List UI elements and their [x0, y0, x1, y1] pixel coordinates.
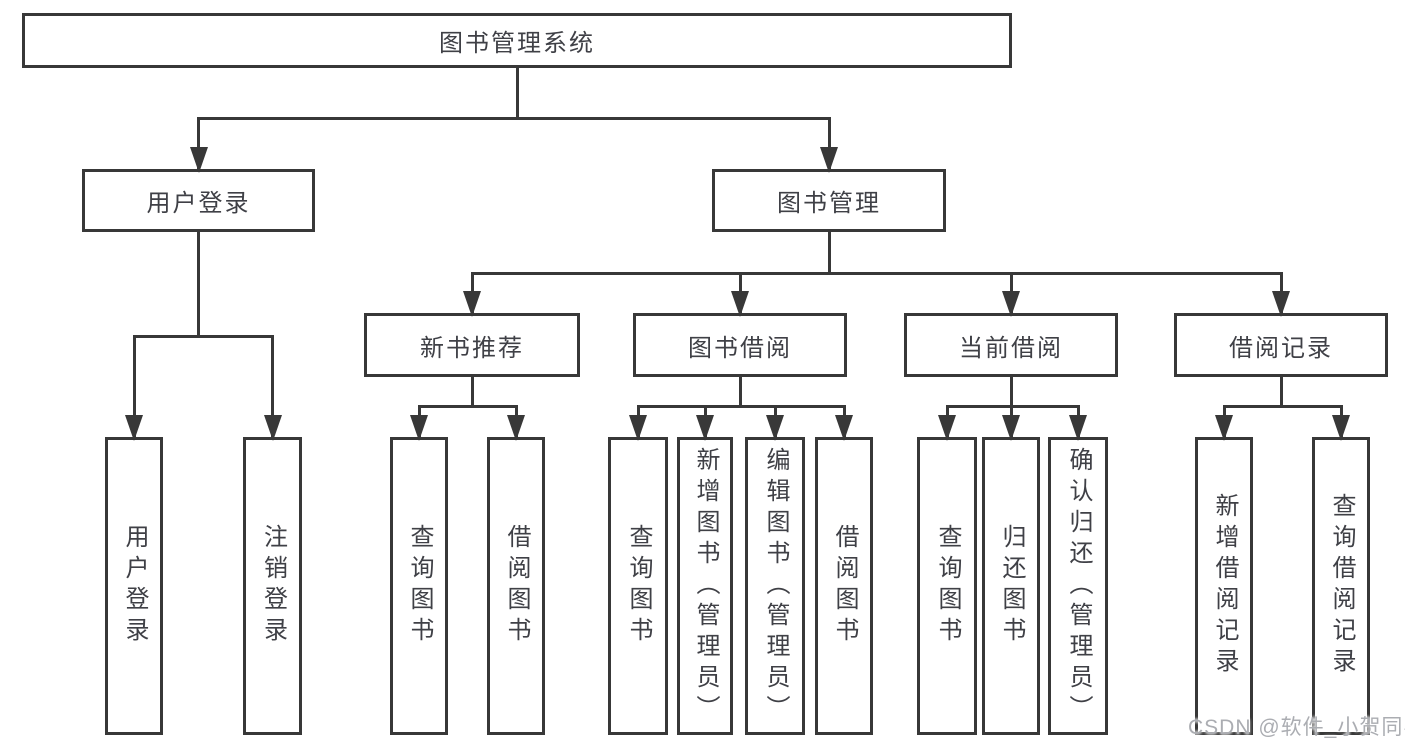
node-label-leaf-add-book: 新增图书（管理员） — [692, 446, 719, 726]
node-new-book-rec: 新书推荐 — [364, 313, 580, 377]
node-leaf-query-book-1: 查询图书 — [390, 437, 448, 735]
connector-line — [197, 232, 200, 336]
arrowhead-down-icon — [835, 415, 853, 441]
node-label-current-borrow: 当前借阅 — [959, 334, 1063, 362]
node-borrow-records: 借阅记录 — [1174, 313, 1388, 377]
node-label-leaf-return-book: 归还图书 — [998, 524, 1025, 648]
node-label-borrow-records: 借阅记录 — [1229, 334, 1333, 362]
connector-line — [470, 271, 1283, 275]
connector-line — [132, 334, 274, 338]
node-label-leaf-borrow-book-1: 借阅图书 — [503, 524, 530, 648]
node-label-leaf-query-record: 查询借阅记录 — [1328, 493, 1355, 679]
node-label-leaf-query-book-1: 查询图书 — [406, 524, 433, 648]
arrowhead-down-icon — [410, 415, 428, 441]
node-label-new-book-rec: 新书推荐 — [420, 334, 524, 362]
node-label-user-login: 用户登录 — [146, 190, 251, 217]
node-label-book-mgmt: 图书管理 — [777, 190, 881, 217]
connector-line — [197, 118, 200, 169]
connector-line — [271, 336, 274, 437]
connector-line — [470, 377, 474, 406]
connector-line — [515, 68, 519, 118]
node-leaf-add-record: 新增借阅记录 — [1195, 437, 1253, 735]
watermark: CSDN @软件_小贺同学 — [1188, 716, 1405, 739]
node-label-leaf-user-login: 用户登录 — [121, 524, 148, 648]
node-leaf-borrow-book-1: 借阅图书 — [487, 437, 545, 735]
connector-line — [738, 377, 742, 406]
arrowhead-down-icon — [1215, 415, 1233, 441]
arrowhead-down-icon — [629, 415, 647, 441]
node-current-borrow: 当前借阅 — [904, 313, 1118, 377]
arrowhead-down-icon — [125, 415, 143, 441]
arrowhead-down-icon — [766, 415, 784, 441]
arrowhead-down-icon — [1002, 415, 1020, 441]
arrowhead-down-icon — [1272, 291, 1290, 317]
node-label-leaf-query-book-3: 查询图书 — [934, 524, 961, 648]
connector-line — [636, 404, 846, 408]
node-book-borrow: 图书借阅 — [633, 313, 847, 377]
connector-line — [1222, 404, 1343, 408]
node-label-leaf-query-book-2: 查询图书 — [625, 524, 652, 648]
connector-line — [1009, 377, 1013, 406]
node-root: 图书管理系统 — [22, 13, 1012, 68]
connector-line — [827, 232, 831, 273]
node-label-leaf-confirm-return: 确认归还（管理员） — [1065, 446, 1092, 726]
node-label-leaf-edit-book: 编辑图书（管理员） — [762, 446, 789, 726]
node-leaf-borrow-book-2: 借阅图书 — [815, 437, 873, 735]
node-leaf-logout: 注销登录 — [243, 437, 302, 735]
connector-line — [132, 336, 136, 437]
arrowhead-down-icon — [938, 415, 956, 441]
arrowhead-down-icon — [1069, 415, 1087, 441]
node-leaf-query-record: 查询借阅记录 — [1312, 437, 1370, 735]
arrowhead-down-icon — [507, 415, 525, 441]
node-leaf-query-book-3: 查询图书 — [917, 437, 977, 735]
node-label-leaf-borrow-book-2: 借阅图书 — [831, 524, 858, 648]
node-leaf-user-login: 用户登录 — [105, 437, 163, 735]
arrowhead-down-icon — [263, 415, 282, 441]
connector-line — [827, 118, 831, 169]
node-leaf-confirm-return: 确认归还（管理员） — [1048, 437, 1108, 735]
arrowhead-down-icon — [189, 147, 208, 173]
arrowhead-down-icon — [731, 291, 749, 317]
node-label-book-borrow: 图书借阅 — [688, 334, 792, 362]
node-leaf-query-book-2: 查询图书 — [608, 437, 668, 735]
arrowhead-down-icon — [1332, 415, 1350, 441]
arrowhead-down-icon — [463, 291, 481, 317]
connector-line — [197, 116, 831, 120]
node-label-leaf-add-record: 新增借阅记录 — [1211, 493, 1238, 679]
arrowhead-down-icon — [820, 147, 838, 173]
connector-line — [1279, 377, 1283, 406]
connector-line — [417, 404, 518, 408]
arrowhead-down-icon — [696, 415, 714, 441]
node-book-mgmt: 图书管理 — [712, 169, 946, 232]
node-leaf-edit-book: 编辑图书（管理员） — [745, 437, 805, 735]
node-leaf-return-book: 归还图书 — [982, 437, 1040, 735]
node-user-login: 用户登录 — [82, 169, 315, 232]
node-label-root: 图书管理系统 — [439, 30, 595, 57]
arrowhead-down-icon — [1002, 291, 1020, 317]
node-label-leaf-logout: 注销登录 — [259, 524, 287, 648]
connector-line — [945, 404, 1080, 408]
node-leaf-add-book: 新增图书（管理员） — [677, 437, 733, 735]
